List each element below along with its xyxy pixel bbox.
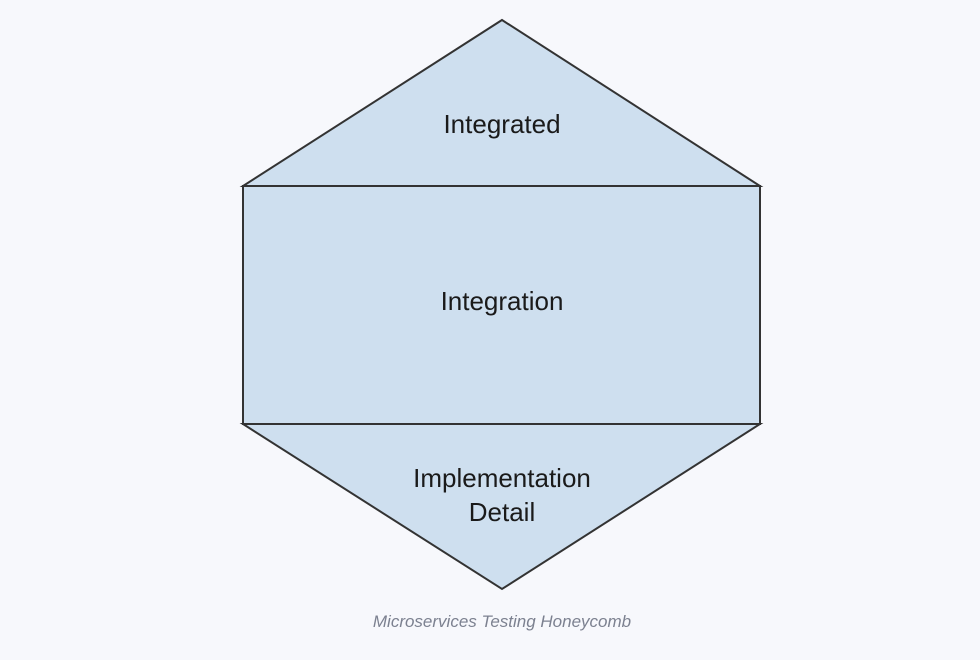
band-label-integrated: Integrated — [443, 109, 560, 139]
band-shape-integration[interactable] — [242, 185, 761, 425]
band-label-integration: Integration — [441, 286, 564, 316]
figure-caption: Microservices Testing Honeycomb — [373, 612, 631, 631]
band-label-implementation: Implementation — [413, 463, 591, 493]
band-shape-integrated[interactable] — [239, 18, 764, 187]
band-label-detail: Detail — [469, 497, 535, 527]
band-shape-implementation-detail[interactable] — [239, 423, 764, 591]
